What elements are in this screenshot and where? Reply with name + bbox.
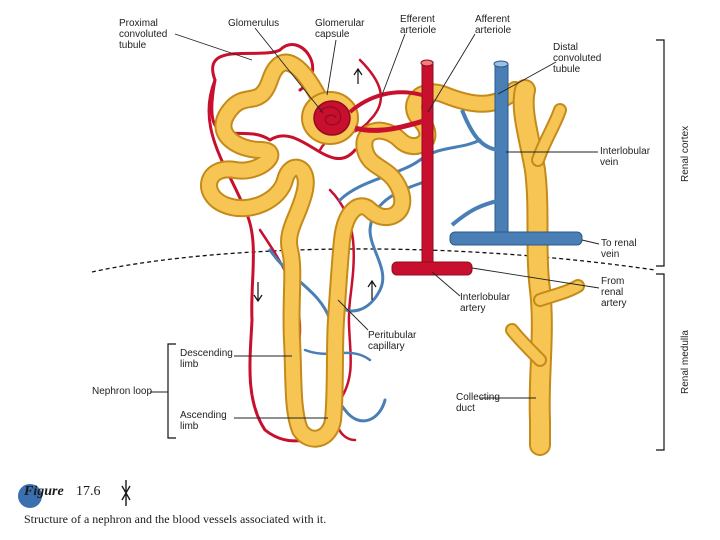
label-renal-medulla: Renal medulla — [680, 330, 691, 394]
label-distal-convoluted-tubule: Distal convoluted tubule — [553, 42, 602, 75]
medulla-bracket — [656, 273, 665, 451]
flow-arrows — [253, 67, 377, 303]
leader-lines — [150, 27, 600, 419]
label-glomerular-capsule: Glomerular capsule — [315, 18, 365, 40]
figure-number: 17.6 — [76, 484, 101, 499]
interlobular-artery-trunk — [421, 61, 434, 271]
leader-from-renal-artery — [471, 267, 600, 289]
interlobular-vein — [449, 60, 583, 246]
collecting-duct-branch-1-fill — [533, 105, 565, 165]
figure-badge-icon — [18, 480, 131, 508]
label-from-renal-artery: From renal artery — [601, 276, 627, 309]
cortex-bracket — [656, 39, 665, 267]
capillary-vein-upper — [338, 138, 482, 202]
figure-title: Figure — [24, 484, 64, 499]
label-renal-cortex: Renal cortex — [680, 125, 691, 182]
label-glomerulus: Glomerulus — [228, 18, 280, 29]
efferent-arteriole — [348, 90, 423, 114]
renal-corpuscle — [301, 91, 359, 145]
leader-peritubular — [337, 299, 369, 331]
label-collecting-duct: Collecting duct — [456, 392, 500, 414]
flow-arrow-capsule — [353, 67, 363, 84]
vein-cut-end — [493, 60, 509, 68]
collecting-duct — [514, 81, 551, 454]
proximal-convoluted-tubule — [202, 55, 522, 446]
label-interlobular-vein: Interlobular vein — [600, 146, 651, 168]
leader-proximal — [174, 33, 253, 61]
label-peritubular-capillary: Peritubular capillary — [368, 330, 417, 352]
interlobular-artery — [348, 59, 473, 276]
vein-branch-lower — [450, 198, 502, 227]
label-efferent-arteriole: Efferent arteriole — [400, 14, 437, 36]
label-ascending-limb: Ascending limb — [180, 410, 227, 432]
renal-vein-branch — [449, 231, 583, 246]
nephron-tubule — [200, 53, 585, 456]
leader-distal — [497, 61, 557, 95]
label-to-renal-vein: To renal vein — [601, 238, 637, 260]
artery-cut-end — [420, 59, 434, 67]
vein-branch-upper — [460, 109, 502, 152]
glomerulus-loops — [319, 106, 342, 126]
flow-arrow-up — [367, 279, 377, 300]
leader-afferent — [427, 33, 476, 113]
leader-efferent — [381, 33, 406, 96]
collecting-duct-branch-2-fill — [535, 281, 583, 305]
interlobular-artery-base — [391, 261, 473, 276]
afferent-arteriole — [354, 117, 428, 133]
collecting-duct-branch-3-fill — [507, 325, 545, 365]
leader-capsule — [326, 39, 337, 96]
label-interlobular-artery: Interlobular artery — [460, 292, 511, 314]
leader-interlobular-artery — [431, 271, 461, 297]
capillary-vein-mid — [328, 178, 432, 313]
flow-arrow-down — [253, 282, 263, 303]
leader-to-renal-vein — [581, 239, 600, 245]
leader-glomerulus — [254, 27, 324, 114]
glomerulus — [313, 100, 351, 136]
label-nephron-loop: Nephron loop — [92, 386, 153, 397]
proximal-convoluted-tubule-outline — [200, 53, 524, 448]
corticomedullary-boundary — [91, 248, 656, 273]
figure-caption: Structure of a nephron and the blood ves… — [24, 512, 327, 526]
label-descending-limb: Descending limb — [180, 348, 233, 370]
label-afferent-arteriole: Afferent arteriole — [475, 14, 512, 36]
label-proximal-convoluted-tubule: Proximal convoluted tubule — [119, 18, 168, 51]
nephron-loop-bracket — [167, 343, 176, 439]
